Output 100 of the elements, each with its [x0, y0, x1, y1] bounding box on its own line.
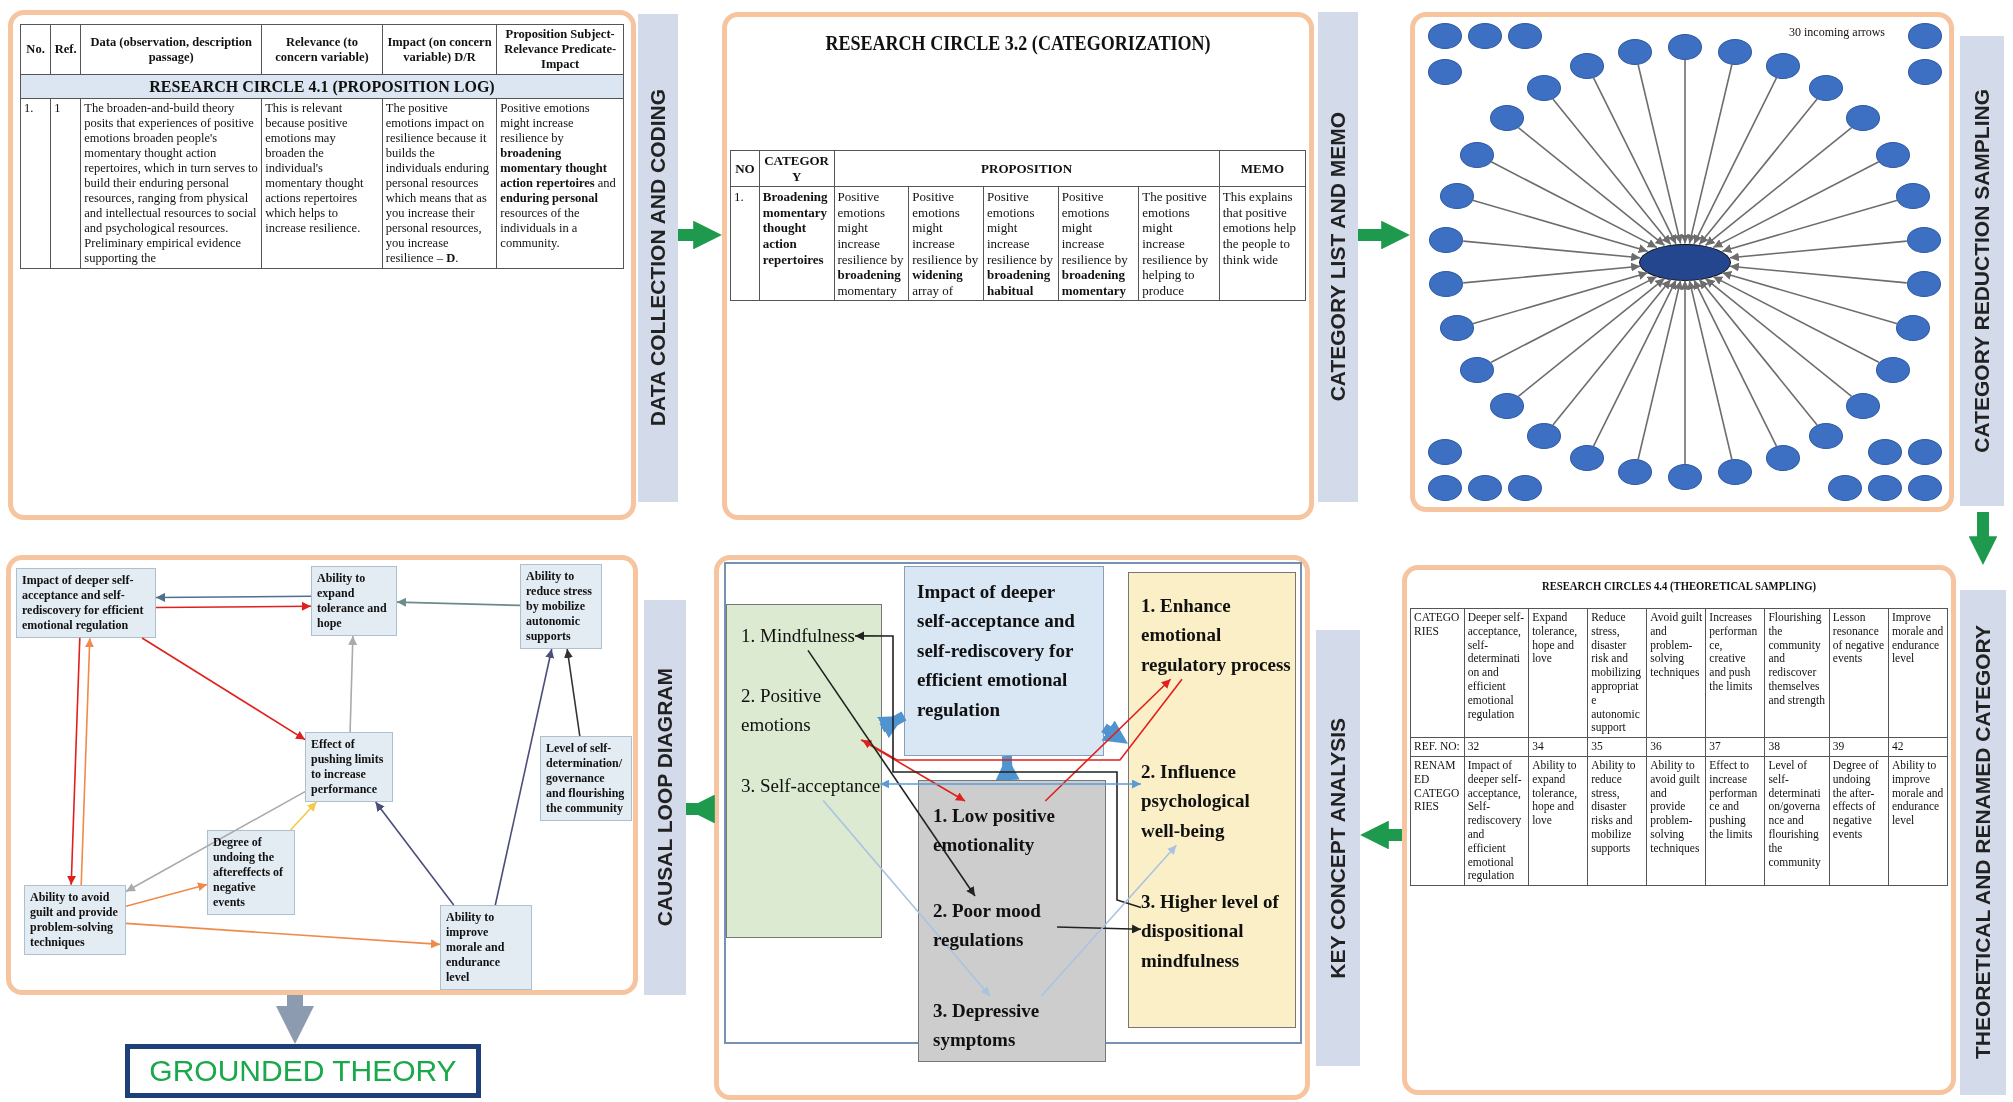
- arrow: [1462, 262, 1641, 284]
- table-cell: Lesson resonance of negative events: [1829, 608, 1889, 738]
- table-cell: Ability to improve morale and endurance level: [1888, 756, 1948, 886]
- arrow: [1704, 126, 1853, 247]
- arrow: [374, 801, 455, 906]
- category-ellipse: [1618, 459, 1653, 486]
- arrow: [1490, 161, 1658, 249]
- box-text: Ability to avoid guilt and provide problem-solving techniques: [30, 890, 119, 950]
- table-cell: Improve morale and endurance level: [1888, 608, 1948, 738]
- table-cell: The positive emotions impact on resilience because it builds the individuals enduring personal resources which means that as you increase their personal resources, you increase resilience – D.: [382, 98, 497, 269]
- category-ellipse: [1428, 23, 1462, 49]
- category-ellipse: [1846, 105, 1881, 132]
- category-ellipse: [1908, 59, 1942, 85]
- category-ellipse: [1429, 226, 1464, 253]
- table-cell: 1.: [20, 98, 51, 269]
- category-ellipse: [1828, 475, 1862, 501]
- arrow: [125, 922, 441, 949]
- category-ellipse: [1668, 464, 1702, 490]
- category-ellipse: [1846, 392, 1881, 419]
- category-ellipse: [1717, 38, 1752, 65]
- arrow: [807, 649, 976, 897]
- arrow: [1637, 279, 1683, 461]
- list-item: 3. Higher level of dispositional mindfulness: [1141, 887, 1291, 976]
- block-arrow: [1358, 220, 1410, 250]
- concept-box: [904, 566, 1104, 756]
- variable-box: [207, 830, 295, 915]
- table-cell: Positive emotions might increase resilience by widening array of: [908, 186, 984, 301]
- category-ellipse: [1875, 356, 1910, 383]
- table-cell: Level of self-determination/governance and flourishing the community: [1764, 756, 1830, 886]
- table-cell: Positive emotions might increase resilience by broadening momentary thought action repertoires and enduring personal resources of the individuals in a community.: [496, 98, 624, 269]
- arrow: [854, 631, 1142, 909]
- table-cell: Effect to increase performance and pushing the limits: [1705, 756, 1765, 886]
- arrow: [155, 601, 312, 611]
- table-cell: REF. NO:: [1410, 737, 1465, 757]
- variable-box: [24, 885, 126, 955]
- category-ellipse: [1460, 141, 1495, 168]
- table-cell: Ability to expand tolerance, hope and love: [1528, 756, 1588, 886]
- table-cell: 1.: [730, 186, 760, 301]
- arrow: [1592, 76, 1677, 245]
- header-cell: Data (observation, description passage): [80, 24, 262, 75]
- header-cell: No.: [20, 24, 51, 75]
- table-cell: Positive emotions might increase resilience by broadening habitual: [983, 186, 1059, 301]
- header-cell: RESEARCH CIRCLE 4.1 (PROPOSITION LOG): [20, 74, 624, 99]
- arrow: [564, 648, 581, 737]
- block-arrow: [1101, 720, 1128, 744]
- table-cell: Impact of deeper self-acceptance, Self-rediscovery and efficient emotional regulation: [1464, 756, 1529, 886]
- table-cell: Broadening momentary thought action repertoires: [759, 186, 834, 301]
- data-table: [730, 150, 1306, 302]
- table-title: RESEARCH CIRCLE 3.2 (CATEGORIZATION): [824, 30, 1212, 57]
- arrow: [141, 637, 306, 741]
- arrow: [1693, 76, 1778, 245]
- header-cell: CATEGORY: [759, 150, 834, 187]
- block-arrow: [275, 995, 315, 1044]
- table-cell: CATEGORIES: [1410, 608, 1465, 738]
- table-cell: Avoid guilt and problem-solving techniques: [1646, 608, 1706, 738]
- concept-box: [918, 780, 1106, 1062]
- box-text: Effect of pushing limits to increase performance: [311, 737, 385, 797]
- category-ellipse: [1428, 475, 1462, 501]
- panel-heading: CATEGORY REDUCTION SAMPLING: [1970, 89, 1994, 453]
- table-cell: 38: [1764, 737, 1830, 757]
- box-text: Ability to reduce stress by mobilize autonomic supports: [526, 569, 593, 644]
- panel-heading: DATA COLLECTION AND CODING: [646, 89, 670, 427]
- arrow: [822, 799, 991, 997]
- arrow: [1040, 844, 1178, 997]
- category-ellipse: [1908, 475, 1942, 501]
- arrow: [1712, 275, 1880, 363]
- data-table: [20, 24, 624, 270]
- result-text: GROUNDED THEORY: [149, 1054, 457, 1088]
- category-ellipse: [1908, 439, 1942, 465]
- header-cell: Relevance (to concern variable): [261, 24, 383, 75]
- arrow: [1729, 262, 1908, 284]
- table-cell: Flourishing the community and rediscover themselves and strength: [1764, 608, 1830, 738]
- list-item: 1. Mindfulness: [741, 621, 855, 651]
- table-cell: Positive emotions might increase resilience by broadening momentary: [1058, 186, 1139, 301]
- arrow: [396, 597, 521, 607]
- box-text: Ability to expand tolerance and hope: [317, 571, 388, 631]
- table-cell: 42: [1888, 737, 1948, 757]
- category-ellipse: [1868, 475, 1902, 501]
- category-ellipse: [1489, 105, 1524, 132]
- block-arrow: [877, 711, 907, 739]
- category-ellipse: [1526, 422, 1561, 449]
- variable-box: [311, 566, 397, 636]
- box-text: Ability to improve morale and endurance level: [446, 910, 506, 985]
- arrow: [1721, 199, 1899, 253]
- category-ellipse: [1508, 475, 1542, 501]
- category-ellipse: [1868, 439, 1902, 465]
- header-cell: PROPOSITION: [834, 150, 1220, 187]
- list-item: 2. Influence psychological well-being: [1141, 757, 1291, 846]
- box-text: Impact of deeper self-acceptance and self-rediscovery for efficient emotional regulation: [22, 573, 145, 633]
- arrow: [861, 678, 1183, 761]
- arrow: [1698, 98, 1818, 246]
- arrow: [879, 779, 1142, 789]
- table-cell: This is relevant because positive emotions may broaden the individual's momentary thought actions repertoires which helps to increase resilience.: [261, 98, 383, 269]
- arrow: [1517, 277, 1666, 398]
- table-cell: 35: [1587, 737, 1647, 757]
- table-cell: Positive emotions might increase resilience by broadening momentary: [834, 186, 909, 301]
- category-ellipse: [1570, 445, 1605, 472]
- category-ellipse: [1906, 271, 1941, 298]
- arrow: [1462, 240, 1641, 262]
- table-cell: Ability to reduce stress, disaster risks and mobilize supports: [1587, 756, 1647, 886]
